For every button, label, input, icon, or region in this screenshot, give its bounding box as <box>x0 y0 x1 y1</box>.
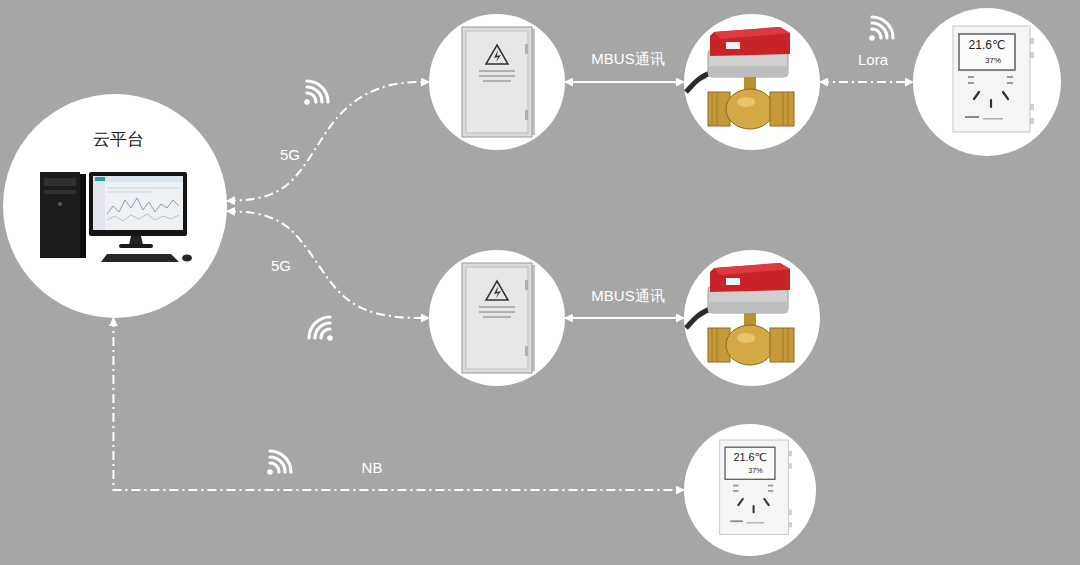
text-holder: 37% <box>748 467 762 475</box>
link-label: MBUS通讯 <box>591 288 664 305</box>
display-reading: 21.6℃ <box>969 39 1006 52</box>
thermostat-illustration <box>913 8 1061 156</box>
wifi-icon <box>304 81 328 105</box>
text-holder: 21.6℃ <box>733 452 766 464</box>
text-holder: 云平台 <box>93 131 144 150</box>
link-label-holder: NB <box>362 460 383 477</box>
text-holder: 37% <box>985 57 1001 66</box>
link-label-holder: MBUS通讯 <box>591 288 664 305</box>
display-reading: 37% <box>748 467 762 475</box>
wifi-icon <box>869 17 893 41</box>
valve-illustration <box>684 14 820 150</box>
thermostat-circle: 21.6℃ 37% <box>913 8 1061 156</box>
wireless-link <box>113 318 684 490</box>
thermostat-illustration <box>684 424 816 556</box>
platform-circle: 云平台 <box>3 94 227 318</box>
computer-illustration <box>3 94 227 318</box>
thermostat-circle: 21.6℃ 37% <box>684 424 816 556</box>
bus-link <box>565 317 684 319</box>
link-label: MBUS通讯 <box>591 51 664 68</box>
valve-circle <box>684 14 820 150</box>
link-label: 5G <box>280 147 300 164</box>
wifi-icon <box>267 451 291 475</box>
valve-circle <box>684 250 820 386</box>
link-label: 5G <box>271 258 291 275</box>
valve-illustration <box>684 250 820 386</box>
link-label: Lora <box>858 52 888 69</box>
wireless-link <box>820 81 913 83</box>
link-label-holder: 5G <box>271 258 291 275</box>
control-cabinet <box>429 14 565 150</box>
controller-circle <box>429 14 565 150</box>
link-label-holder: Lora <box>858 52 888 69</box>
controller-circle <box>429 250 565 386</box>
wireless-link <box>227 211 429 318</box>
bus-link <box>565 81 684 83</box>
link-label-holder: MBUS通讯 <box>591 51 664 68</box>
wifi-icon <box>309 317 333 341</box>
display-reading: 37% <box>985 57 1001 66</box>
display-reading: 21.6℃ <box>733 452 766 464</box>
link-label-holder: 5G <box>280 147 300 164</box>
link-label: NB <box>362 460 383 477</box>
node-title: 云平台 <box>93 131 144 150</box>
wireless-link <box>227 82 429 201</box>
text-holder: 21.6℃ <box>969 39 1006 52</box>
control-cabinet <box>429 250 565 386</box>
